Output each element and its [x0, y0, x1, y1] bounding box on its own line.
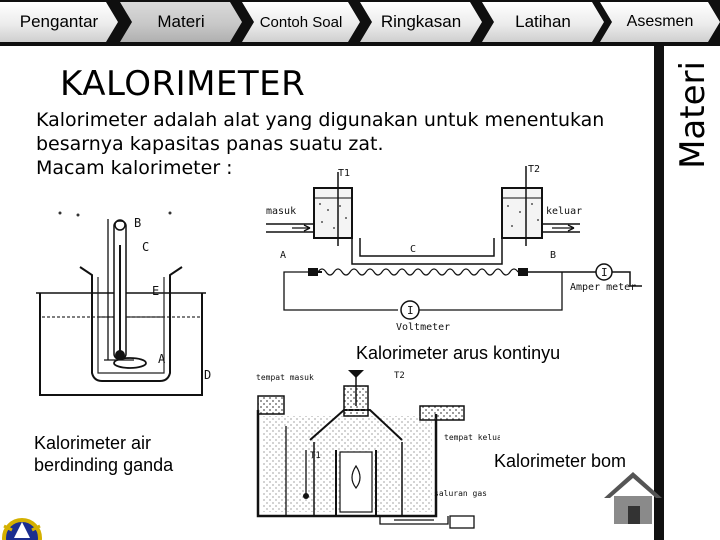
- double-wall-caption-line-1: Kalorimeter air: [34, 433, 152, 453]
- voltmeter-symbol: I: [407, 304, 414, 317]
- double-wall-label-b: B: [134, 216, 141, 230]
- tab-ringkasan[interactable]: Ringkasan: [360, 2, 482, 42]
- tab-latihan[interactable]: Latihan: [482, 2, 604, 42]
- continuous-caption: Kalorimeter arus kontinyu: [356, 343, 561, 363]
- double-wall-label-e: E: [152, 284, 159, 298]
- tab-latihan-label: Latihan: [515, 12, 571, 31]
- bomb-label-tempat-keluar: tempat keluar: [444, 433, 500, 442]
- tab-asesmen-label: Asesmen: [626, 13, 694, 30]
- tab-asesmen[interactable]: Asesmen: [600, 2, 720, 42]
- tab-ringkasan-label: Ringkasan: [380, 12, 462, 31]
- continuous-label-t2: T2: [528, 164, 540, 175]
- side-divider-bar: [654, 46, 664, 540]
- double-wall-label-a: A: [158, 352, 166, 366]
- continuous-label-a: A: [280, 250, 286, 261]
- home-icon: [604, 472, 662, 524]
- page-title: KALORIMETER: [60, 64, 306, 104]
- institution-logo-icon: [2, 518, 42, 540]
- bomb-label-tempat-masuk: tempat masuk: [256, 373, 314, 382]
- intro-line-3: Macam kalorimeter :: [36, 157, 233, 179]
- tab-contoh-soal-label: Contoh Soal: [259, 13, 343, 31]
- double-wall-label-c: C: [142, 240, 149, 254]
- bomb-label-t1: T1: [310, 451, 321, 461]
- continuous-label-voltmeter: Voltmeter: [396, 322, 450, 333]
- double-wall-caption: Kalorimeter air berdinding ganda: [34, 432, 173, 476]
- continuous-label-keluar: keluar: [546, 206, 582, 217]
- continuous-label-amper: Amper meter: [570, 282, 636, 293]
- bomb-calorimeter-diagram: tempat masuk T2 T1 tempat keluar saluran…: [256, 370, 500, 529]
- side-section-label-text: Materi: [673, 61, 713, 169]
- amper-meter-symbol: I: [601, 266, 608, 279]
- tab-pengantar[interactable]: Pengantar: [0, 2, 118, 42]
- continuous-label-c: C: [410, 244, 416, 255]
- double-wall-label-d: D: [204, 368, 211, 382]
- bomb-label-saluran-gas: saluran gas: [434, 489, 487, 498]
- double-wall-caption-line-2: berdinding ganda: [34, 455, 174, 475]
- tab-materi-label: Materi: [157, 12, 205, 31]
- continuous-label-b: B: [550, 250, 556, 261]
- tab-materi[interactable]: Materi: [120, 2, 242, 42]
- tab-pengantar-label: Pengantar: [19, 12, 99, 31]
- bomb-caption: Kalorimeter bom: [494, 451, 627, 471]
- intro-paragraph: Kalorimeter adalah alat yang digunakan u…: [36, 108, 656, 180]
- continuous-label-masuk: masuk: [266, 206, 296, 217]
- intro-line-1: Kalorimeter adalah alat yang digunakan u…: [36, 109, 605, 131]
- bomb-label-t2: T2: [394, 371, 405, 381]
- continuous-flow-calorimeter-diagram: I I T1 T2 masuk keluar A B C Amper meter…: [266, 164, 642, 333]
- side-band: [664, 46, 720, 540]
- continuous-label-t1: T1: [338, 168, 350, 179]
- intro-line-2: besarnya kapasitas panas suatu zat.: [36, 133, 384, 155]
- tab-contoh-soal[interactable]: Contoh Soal: [242, 2, 360, 42]
- home-button[interactable]: [600, 468, 666, 526]
- double-wall-calorimeter-diagram: B C E A D: [36, 211, 211, 396]
- side-section-label: Materi: [666, 50, 720, 180]
